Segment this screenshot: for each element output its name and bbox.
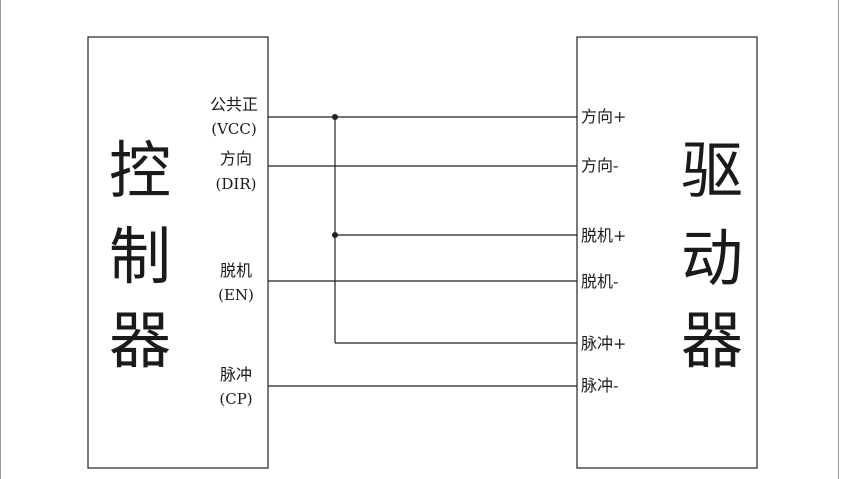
controller-title-char-2: 制 xyxy=(109,220,171,293)
junction-dot-top xyxy=(332,114,338,120)
controller-title-char-1: 控 xyxy=(109,134,171,207)
controller-pin-vcc-code: (VCC) xyxy=(211,120,257,138)
driver-title-char-3: 器 xyxy=(681,304,743,377)
driver-pin-en-plus: 脱机+ xyxy=(581,226,626,245)
driver-pin-cp-plus: 脉冲+ xyxy=(581,334,626,353)
controller-pin-cp-code: (CP) xyxy=(219,390,252,408)
driver-title-char-2: 动 xyxy=(681,222,743,295)
left-border-line xyxy=(0,0,1,479)
junction-dot-middle xyxy=(332,232,338,238)
controller-pin-vcc-name: 公共正 xyxy=(210,95,258,114)
controller-pin-en-name: 脱机 xyxy=(220,261,252,280)
controller-pin-en-code: (EN) xyxy=(218,286,254,304)
driver-pin-en-minus: 脱机- xyxy=(581,272,618,291)
controller-pin-dir-code: (DIR) xyxy=(216,175,257,193)
right-border-line xyxy=(838,0,839,479)
controller-title-char-3: 器 xyxy=(109,304,171,377)
controller-pin-dir-name: 方向 xyxy=(220,149,252,168)
controller-pin-cp-name: 脉冲 xyxy=(220,365,252,384)
driver-pin-dir-minus: 方向- xyxy=(581,156,618,175)
driver-box xyxy=(576,36,758,469)
controller-box xyxy=(87,36,269,469)
driver-title-char-1: 驱 xyxy=(681,134,743,207)
driver-pin-dir-plus: 方向+ xyxy=(581,107,626,126)
driver-pin-cp-minus: 脉冲- xyxy=(581,376,618,395)
